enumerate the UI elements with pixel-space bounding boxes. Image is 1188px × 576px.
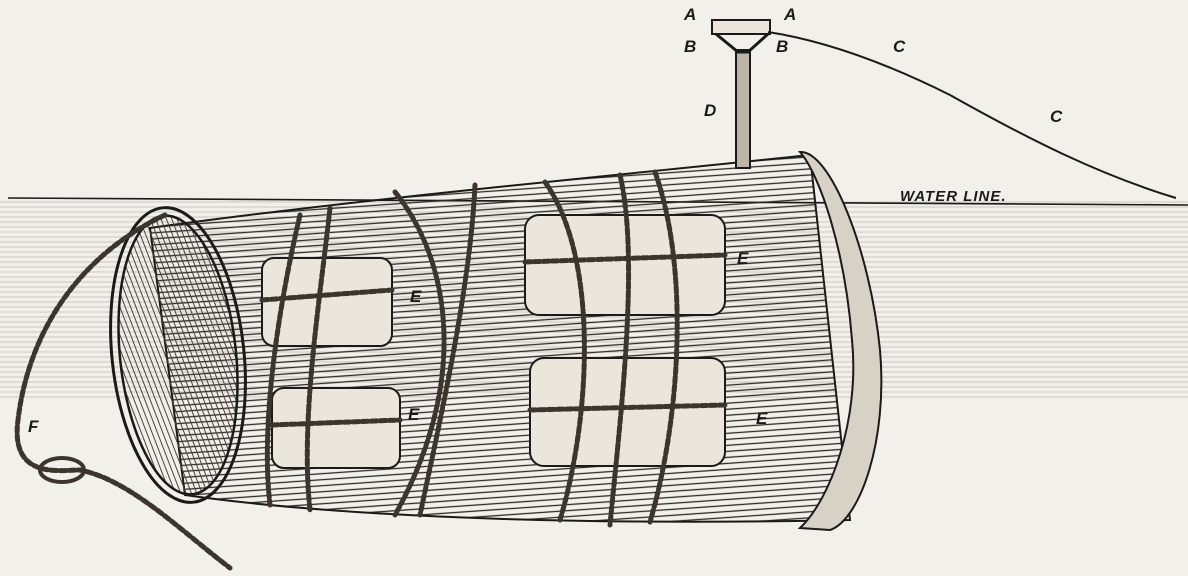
- label-b-left: B: [684, 37, 697, 56]
- top-plate: [711, 19, 771, 35]
- top-fork: [715, 32, 770, 54]
- rope-loop: [38, 456, 86, 484]
- label-e-4: E: [756, 409, 768, 428]
- lashing-ropes: [259, 169, 728, 528]
- wire-c: [767, 31, 1177, 199]
- label-e-1: E: [410, 287, 422, 306]
- barrel-right-rim: [797, 150, 883, 532]
- rope-f: [14, 212, 233, 571]
- label-b-right: B: [776, 37, 789, 56]
- label-c-upper: C: [893, 37, 906, 56]
- mast-d: [735, 49, 751, 169]
- label-d: D: [704, 101, 717, 120]
- label-f: F: [28, 417, 39, 436]
- label-e-3: E: [737, 249, 749, 268]
- label-a-right: A: [784, 5, 797, 24]
- label-e-2: E: [408, 405, 420, 424]
- barrel-lid-rim: [109, 206, 247, 504]
- label-a-left: A: [684, 5, 697, 24]
- cork-block-4: [529, 357, 726, 467]
- label-water-line: WATER LINE.: [900, 188, 1007, 205]
- cork-block-2: [271, 387, 401, 469]
- label-c-lower: C: [1050, 107, 1063, 126]
